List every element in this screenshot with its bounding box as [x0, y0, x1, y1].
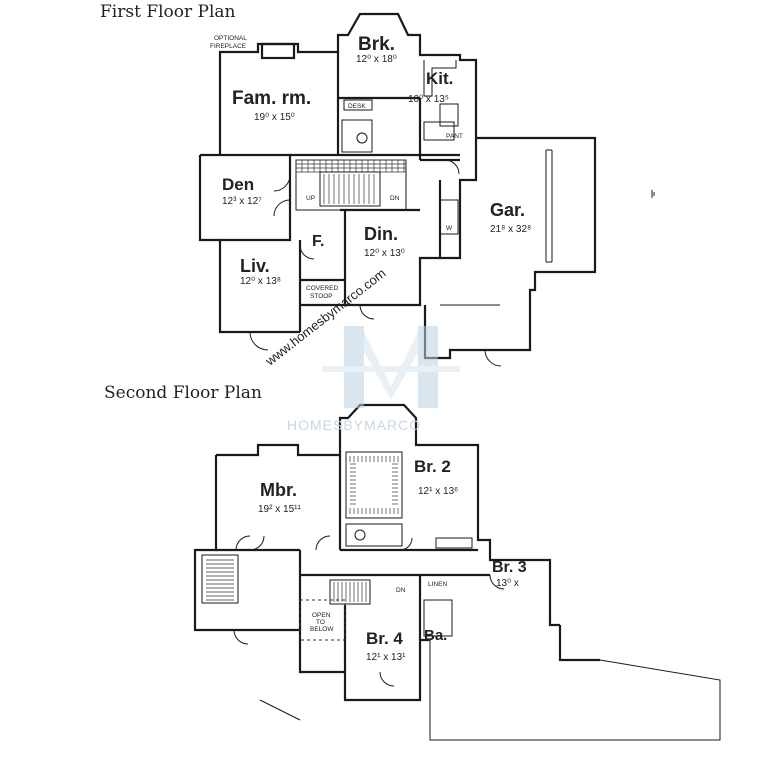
ba-label: Ba. — [424, 627, 447, 644]
pant-label: PANT — [446, 133, 463, 140]
second-floor-plan: Mbr. 19² x 15¹¹ Br. 2 12¹ x 13⁶ Br. 3 13… — [193, 403, 721, 741]
fam-rm-label: Fam. rm. — [232, 88, 311, 109]
foyer-tile-pattern — [295, 159, 407, 211]
covered-label-2: STOOP — [310, 293, 333, 300]
open-label-3: BELOW — [310, 626, 334, 633]
br4-label: Br. 4 — [366, 629, 403, 648]
first-floor-plan: Fam. rm. 19⁰ x 15⁰ Brk. 12⁰ x 18⁰ Kit. 1… — [198, 12, 655, 367]
liv-dims: 12⁰ x 13⁸ — [240, 276, 281, 287]
fam-rm-dims: 19⁰ x 15⁰ — [254, 112, 295, 123]
brk-dims: 12⁰ x 18⁰ — [356, 54, 397, 65]
gar-label: Gar. — [490, 200, 525, 220]
optional-fireplace-label-2: FIREPLACE — [210, 43, 247, 50]
br3-label: Br. 3 — [492, 559, 527, 576]
dn-label-2: DN — [396, 587, 406, 594]
first-floor-title: First Floor Plan — [100, 2, 236, 22]
mbr-dims: 19² x 15¹¹ — [258, 504, 301, 515]
optional-fireplace-label-1: OPTIONAL — [214, 35, 247, 42]
kit-label: Kit. — [426, 69, 453, 88]
open-label-2: TO — [316, 619, 325, 626]
br4-dims: 12¹ x 13¹ — [366, 652, 406, 663]
covered-label-1: COVERED — [306, 285, 338, 292]
up-label: UP — [306, 195, 315, 202]
second-floor-title: Second Floor Plan — [104, 383, 262, 403]
din-dims: 12⁰ x 13⁰ — [364, 248, 405, 259]
linen-label: LINEN — [428, 581, 447, 588]
watermark: HOMESBYMARCO www.homesbymarco.com — [262, 265, 460, 433]
den-dims: 12³ x 12⁷ — [222, 196, 262, 207]
br2-label: Br. 2 — [414, 457, 451, 476]
hm-logo-icon — [322, 326, 460, 408]
din-label: Din. — [364, 224, 398, 244]
watermark-brand: HOMESBYMARCO — [287, 417, 421, 433]
liv-label: Liv. — [240, 256, 270, 276]
foyer-label: F. — [312, 233, 324, 250]
br3-dims: 13⁰ x — [496, 578, 519, 589]
gar-dims: 21⁸ x 32⁸ — [490, 224, 531, 235]
kit-dims: 10⁰ x 13⁵ — [408, 94, 449, 105]
desk-label: DESK — [348, 103, 366, 110]
open-label-1: OPEN — [312, 612, 331, 619]
dn-label: DN — [390, 195, 400, 202]
br2-dims: 12¹ x 13⁶ — [418, 486, 458, 497]
mbr-label: Mbr. — [260, 480, 297, 500]
den-label: Den — [222, 175, 254, 194]
brk-label: Brk. — [358, 34, 395, 55]
w-label: W — [446, 225, 453, 232]
